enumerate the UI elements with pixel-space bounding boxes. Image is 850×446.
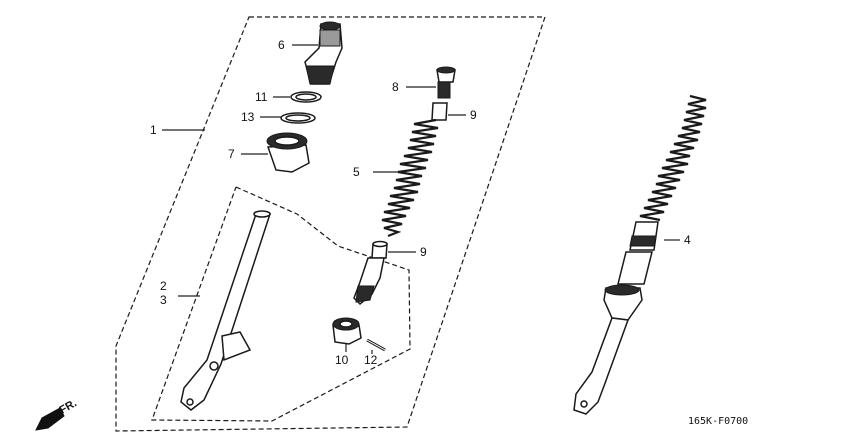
- callout-11: 11: [255, 90, 268, 104]
- assembly-outline-inner: [151, 186, 411, 422]
- part-13-ring: [280, 112, 316, 124]
- part-8-bolt: [436, 66, 456, 99]
- part-9-upper-spacer: [431, 102, 448, 121]
- part-10-collar: [332, 317, 362, 345]
- part-7-dust-seal: [266, 132, 310, 173]
- callout-12: 12: [364, 353, 378, 367]
- callout-9-upper: 9: [470, 108, 477, 122]
- callout-6: 6: [278, 38, 285, 52]
- callout-10: 10: [335, 353, 349, 367]
- callout-7: 7: [228, 147, 235, 161]
- callout-3: 3: [160, 293, 167, 307]
- callout-13: 13: [241, 110, 255, 124]
- callout-5: 5: [353, 165, 360, 179]
- part-5-spring: [381, 118, 439, 238]
- callout-2: 2: [160, 279, 167, 293]
- drawing-code: 165K-F0700: [688, 416, 748, 427]
- part-6-top-bushing: [304, 21, 343, 85]
- leader-lines: [162, 44, 680, 354]
- part-4-fork-assembly: [573, 94, 707, 415]
- callout-9-lower: 9: [420, 245, 427, 259]
- direction-label: FR.: [58, 397, 79, 416]
- direction-arrow-icon: [35, 407, 65, 431]
- damper-rod: [353, 257, 385, 306]
- callout-8: 8: [392, 80, 399, 94]
- callout-1: 1: [150, 123, 157, 137]
- callout-4: 4: [684, 233, 691, 247]
- part-9-lower-spacer: [371, 240, 388, 259]
- front-direction-indicator: FR.: [35, 397, 79, 431]
- part-12-pin: [366, 338, 386, 352]
- assembly-outline-outer: [115, 16, 546, 432]
- part-11-ring: [290, 91, 322, 103]
- part-2-3-fork-slider: [180, 210, 272, 411]
